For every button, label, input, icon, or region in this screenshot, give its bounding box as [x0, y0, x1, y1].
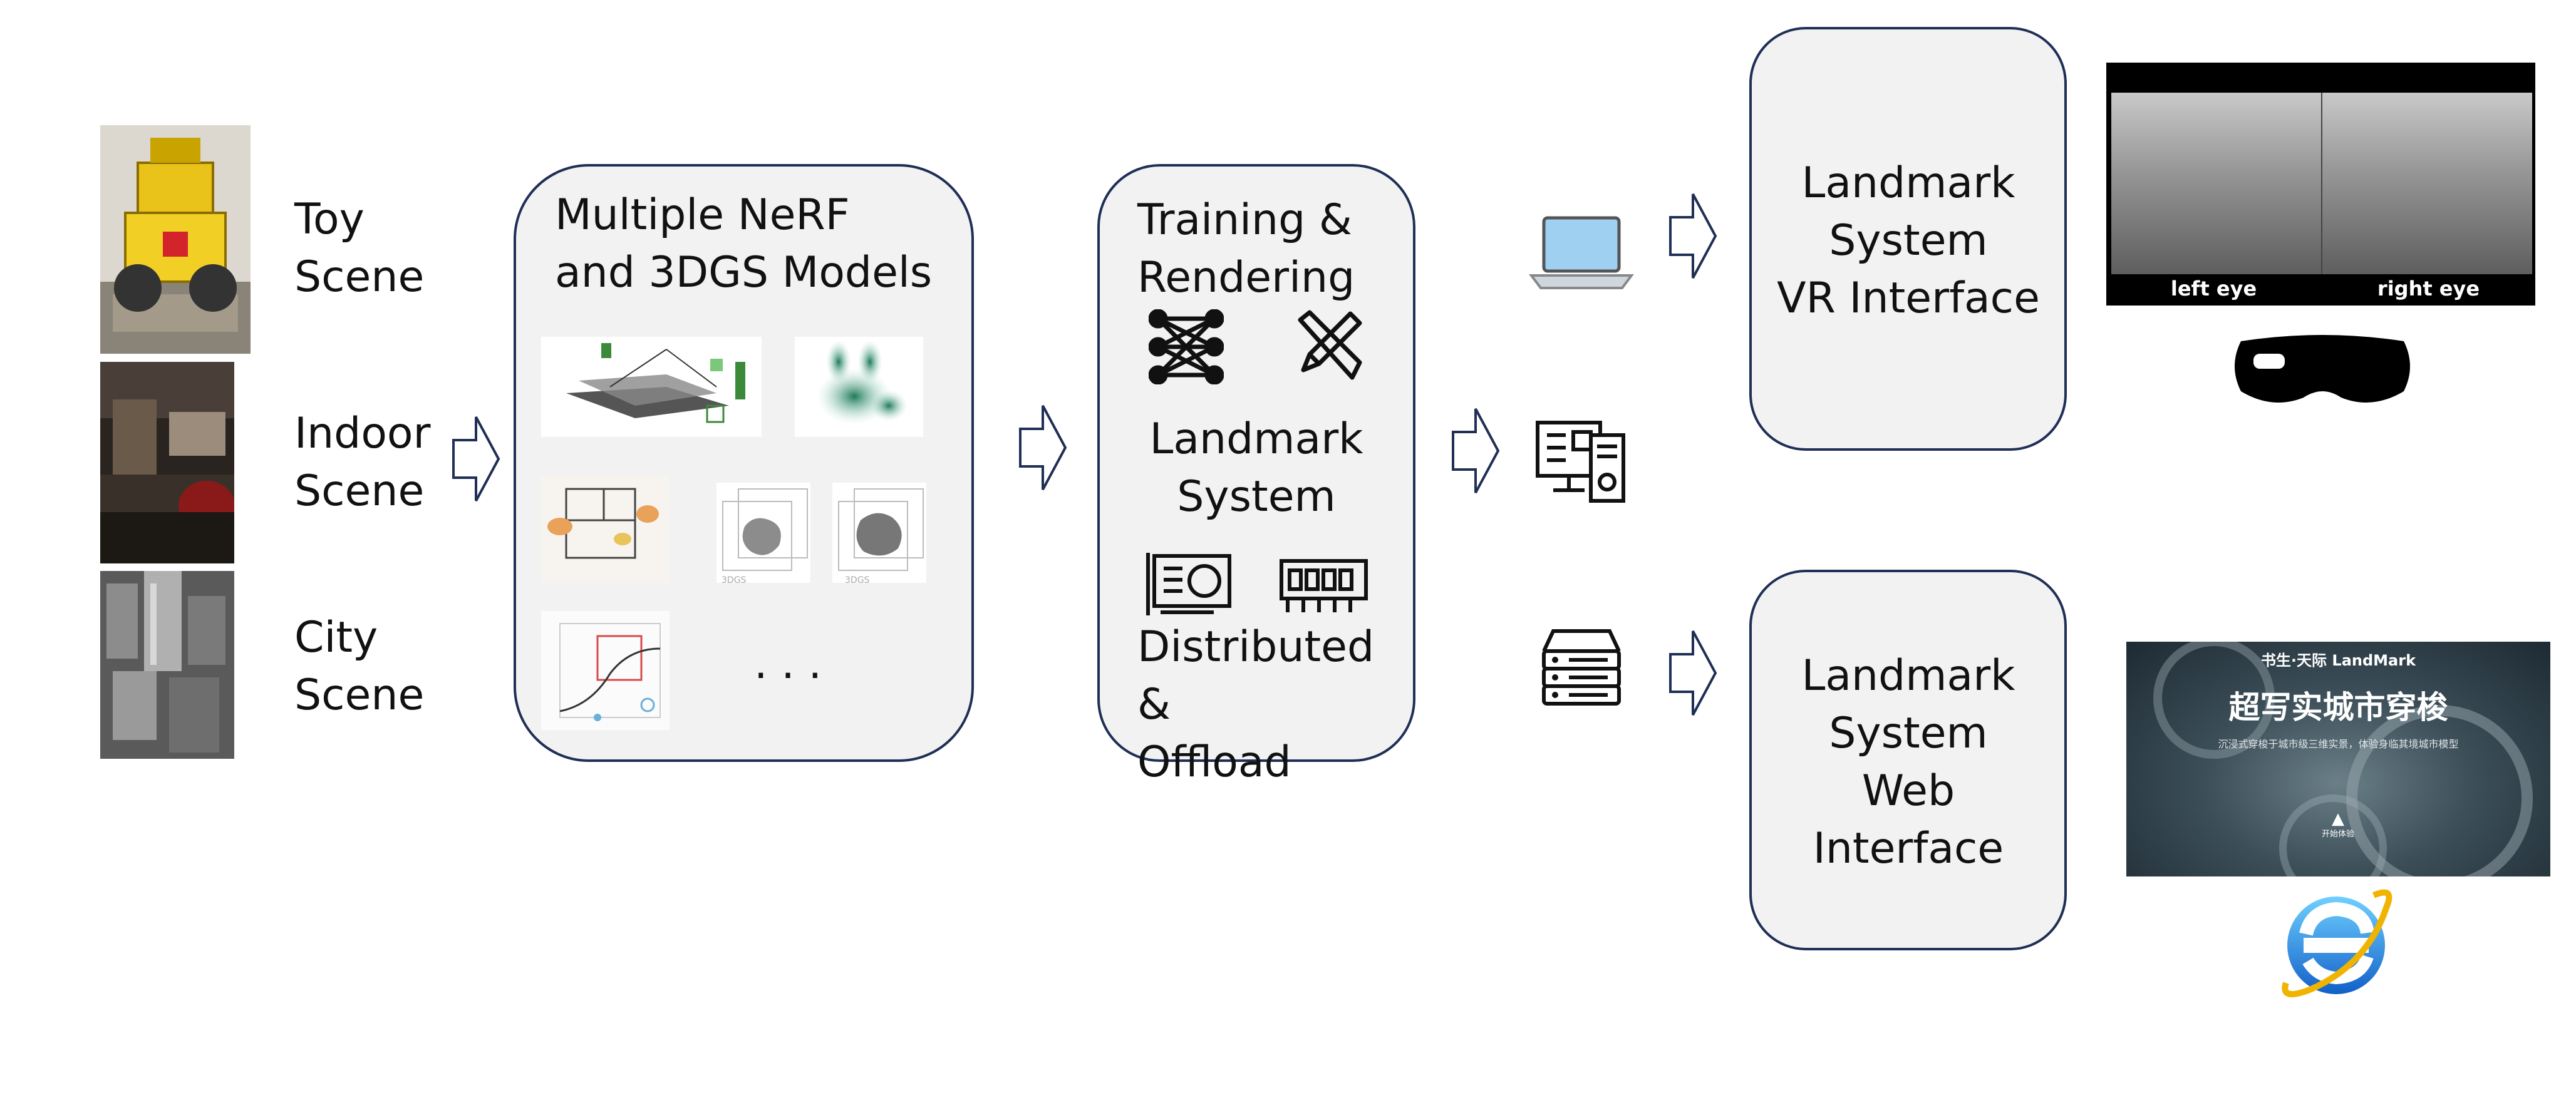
city-scene-image — [100, 571, 234, 759]
vr-interface-label: Landmark System VR Interface — [1752, 155, 2065, 327]
training-box: Training & Rendering Landmark System — [1097, 164, 1415, 787]
scene-label-city: City Scene — [294, 609, 424, 724]
training-line3: Landmark — [1149, 414, 1363, 464]
scene-label-indoor: Indoor Scene — [294, 405, 430, 520]
right-eye-label: right eye — [2377, 277, 2480, 301]
desktop-computer-icon — [1536, 421, 1625, 503]
models-box-title: Multiple NeRF and 3DGS Models — [555, 187, 932, 302]
scene-label-line2: Scene — [294, 252, 425, 302]
training-line1: Training & — [1137, 195, 1352, 245]
scene-label-line1: Toy — [294, 195, 365, 244]
web-line1: Landmark — [1801, 651, 2015, 701]
training-offload-label: Distributed & Offload — [1137, 619, 1413, 791]
gpu-card-icon — [1146, 553, 1231, 615]
arrow-right-icon — [1452, 408, 1500, 493]
training-title: Training & Rendering — [1137, 192, 1355, 307]
3d-cube-figure-1 — [716, 483, 810, 583]
models-box: Multiple NeRF and 3DGS Models — [514, 164, 974, 762]
start-button-label: 开始体验 — [2321, 830, 2354, 839]
web-line2: System — [1829, 709, 1988, 758]
training-line6: Offload — [1137, 737, 1291, 787]
arrow-right-icon — [1019, 405, 1067, 490]
training-line2: Rendering — [1137, 253, 1355, 302]
web-line3: Web — [1861, 766, 1955, 816]
models-ellipsis: . . . — [754, 639, 822, 689]
web-interface-label: Landmark System Web Interface — [1752, 647, 2065, 878]
nerf-pipeline-figure — [541, 337, 762, 437]
scene-label-toy: Toy Scene — [294, 191, 424, 306]
scene-label-line1: City — [294, 613, 378, 662]
vr-line1: Landmark — [1801, 158, 2015, 208]
start-experience-button[interactable]: ▲ 开始体验 — [2319, 811, 2357, 839]
scene-label-line2: Scene — [294, 466, 425, 516]
web-subtitle: 沉浸式穿梭于城市级三维实景，体验身临其境城市模型 — [2218, 738, 2459, 750]
3d-cube-figure-2 — [832, 483, 926, 583]
scene-label-line1: Indoor — [294, 409, 431, 458]
vr-interface-box: Landmark System VR Interface — [1749, 27, 2067, 451]
indoor-scene-image — [100, 362, 234, 563]
laptop-icon — [1529, 216, 1634, 289]
web-line4: Interface — [1813, 824, 2004, 873]
server-rack-icon — [1542, 629, 1621, 706]
nerf-plot-figure — [541, 611, 670, 730]
scene-label-line2: Scene — [294, 671, 425, 720]
vr-line2: System — [1829, 216, 1988, 265]
web-brand-text: 书生·天际 LandMark — [2260, 652, 2416, 669]
chevron-up-icon: ▲ — [2332, 809, 2344, 828]
memory-ram-icon — [1280, 559, 1368, 612]
vr-line3: VR Interface — [1777, 274, 2040, 323]
right-eye-view — [2321, 93, 2532, 274]
3d-cube-caption-2: 3DGS — [845, 575, 870, 585]
floorplan-figure — [541, 476, 670, 583]
arrow-right-icon — [1669, 193, 1717, 279]
left-eye-view — [2111, 93, 2321, 274]
training-system-label: Landmark System — [1100, 411, 1413, 526]
models-title-line1: Multiple NeRF — [555, 190, 850, 240]
models-title-line2: and 3DGS Models — [555, 248, 933, 297]
gaussian-splat-figure — [795, 337, 923, 437]
web-interface-box: Landmark System Web Interface — [1749, 570, 2067, 950]
arrow-right-icon — [452, 416, 500, 501]
web-page-preview: 书生·天际 LandMark 超写实城市穿梭 沉浸式穿梭于城市级三维实景，体验身… — [2126, 642, 2550, 876]
browser-e-icon — [2282, 889, 2392, 997]
vr-headset-icon — [2235, 335, 2410, 403]
arrow-right-icon — [1669, 630, 1717, 716]
pencil-ruler-icon — [1298, 310, 1362, 380]
3d-cube-caption-1: 3DGS — [722, 575, 747, 585]
neural-network-icon — [1149, 309, 1224, 384]
training-line5: Distributed & — [1137, 622, 1375, 729]
left-eye-label: left eye — [2170, 277, 2257, 301]
vr-stereo-preview: left eye right eye — [2106, 63, 2535, 306]
toy-scene-image — [100, 125, 251, 354]
web-headline: 超写实城市穿梭 — [2228, 689, 2448, 726]
training-line4: System — [1177, 472, 1336, 522]
